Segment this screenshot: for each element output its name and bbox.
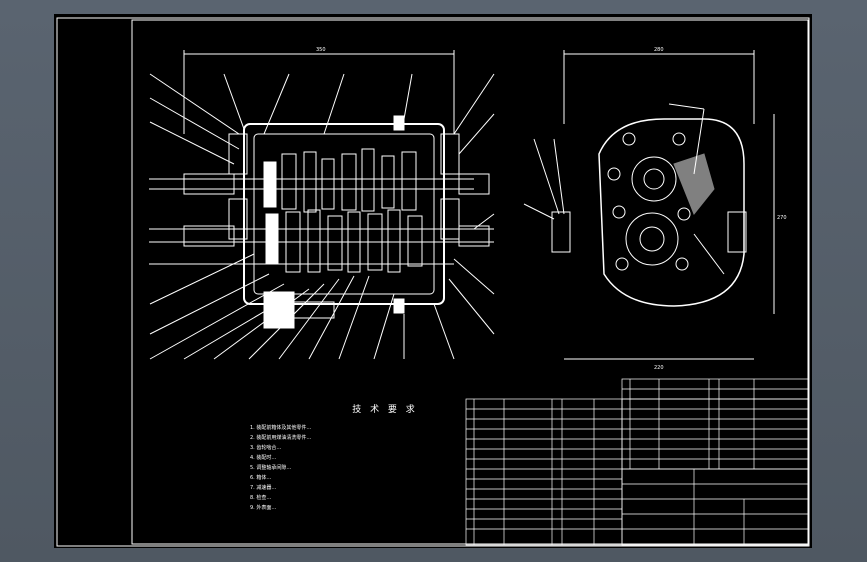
dim-main-width: 350 <box>316 47 326 53</box>
tech-item: 8. 检查… <box>250 495 272 501</box>
drawing-sheet: 350 <box>54 14 812 548</box>
sheet-inner-border <box>131 19 809 545</box>
sheet-outer-border <box>56 17 810 547</box>
technical-requirements: 技 术 要 求 1. 装配前箱体及其他零件… 2. 装配前用煤油清洗零件… 3.… <box>250 402 520 513</box>
tech-item: 5. 调整轴承间隙… <box>250 465 292 471</box>
tech-item: 9. 外表面… <box>250 505 277 511</box>
tech-item: 4. 装配时… <box>250 455 277 461</box>
technical-requirements-list: 1. 装配前箱体及其他零件… 2. 装配前用煤油清洗零件… 3. 齿轮啮合… 4… <box>250 423 520 513</box>
tech-item: 2. 装配前用煤油清洗零件… <box>250 435 312 441</box>
parts-list-table <box>465 378 809 546</box>
dim-side-bottom: 220 <box>654 365 664 371</box>
technical-requirements-title: 技 术 要 求 <box>352 405 418 415</box>
dim-side-width: 280 <box>654 47 664 53</box>
main-section-view <box>131 50 495 360</box>
tech-item: 6. 箱体… <box>250 475 272 481</box>
tech-item: 1. 装配前箱体及其他零件… <box>250 425 312 431</box>
dim-side-height: 270 <box>777 215 787 221</box>
side-view <box>523 50 775 360</box>
drawing-canvas: 350 <box>56 17 810 547</box>
tech-item: 7. 减速器… <box>250 485 277 491</box>
tech-item: 3. 齿轮啮合… <box>250 445 282 451</box>
